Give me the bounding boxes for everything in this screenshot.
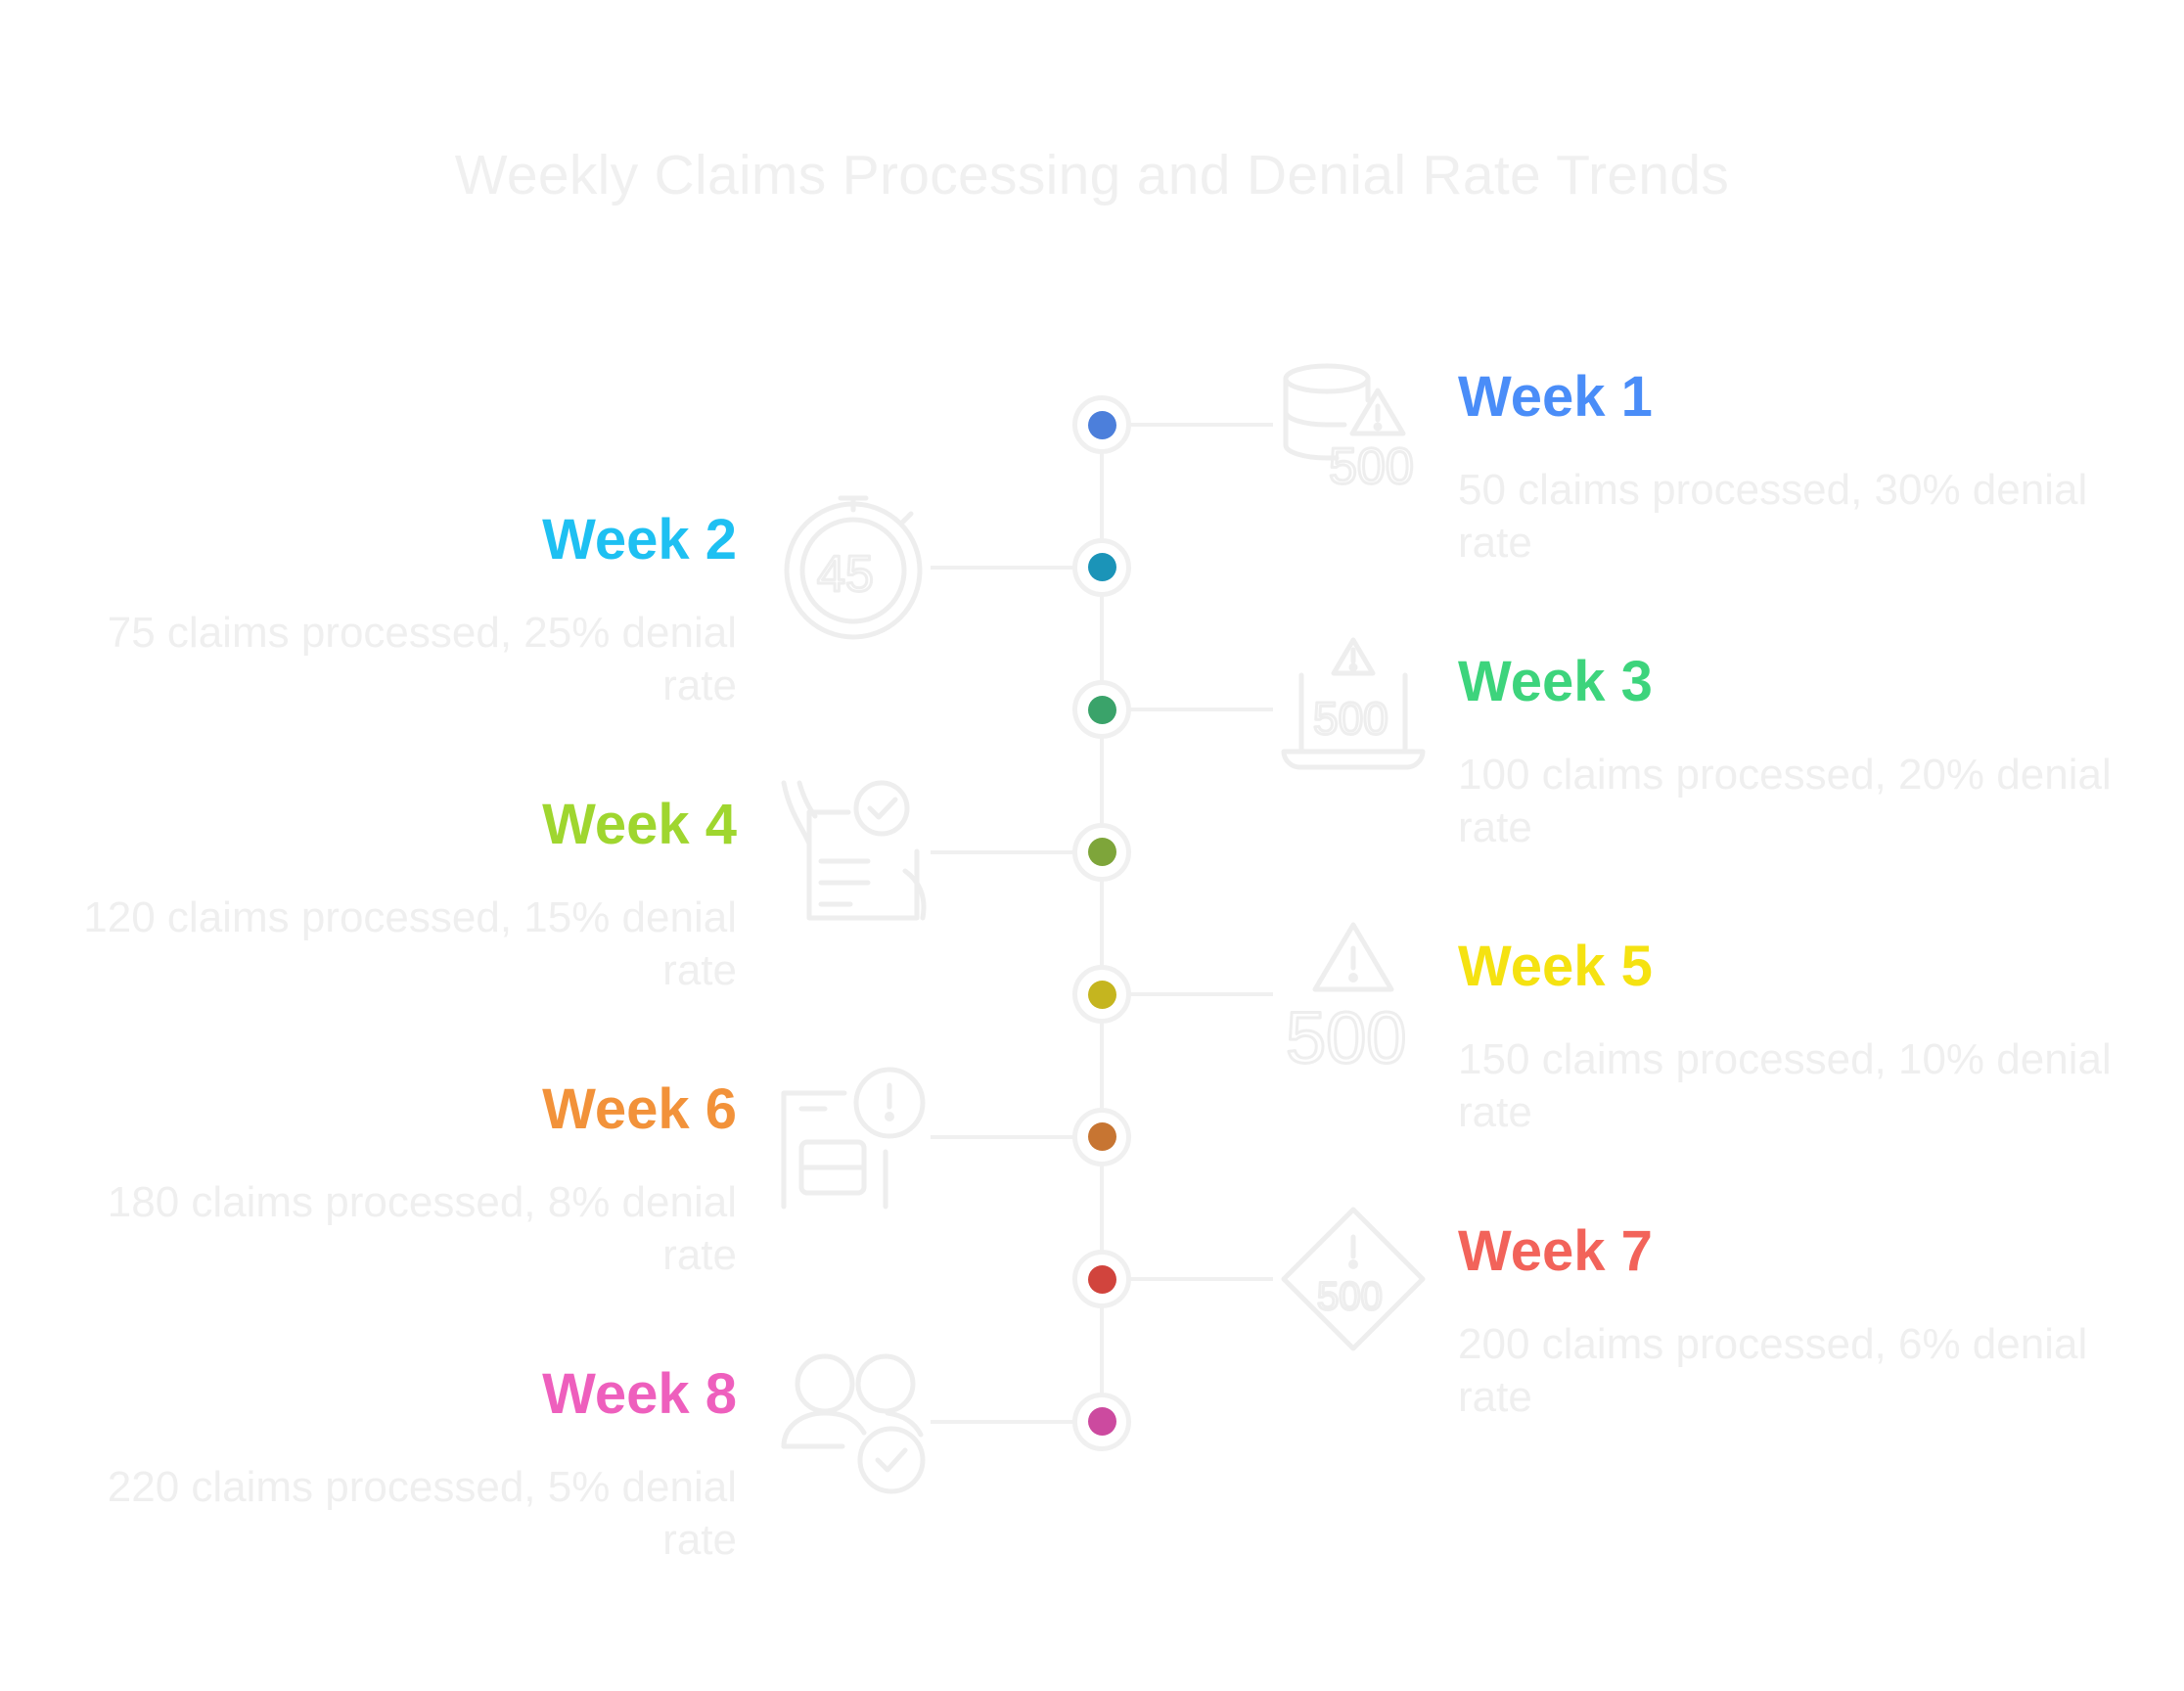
warning-500-icon: 500 — [1280, 921, 1427, 1080]
timeline-dot — [1087, 695, 1116, 724]
timeline-node — [1072, 1107, 1131, 1166]
timeline-dot — [1087, 1122, 1116, 1151]
laptop-500-warning-icon: 500 — [1280, 636, 1427, 783]
timeline-node — [1072, 395, 1131, 454]
timeline-dot — [1087, 410, 1116, 439]
week-label: Week 2 — [542, 507, 737, 571]
week-label: Week 6 — [542, 1076, 737, 1141]
connector-line — [1129, 992, 1273, 996]
week-description: 50 claims processed, 30% denial rate — [1458, 466, 2088, 567]
form-alert-icon — [780, 1064, 927, 1211]
timeline-dot — [1087, 838, 1116, 866]
connector-line — [1129, 423, 1273, 427]
svg-text:45: 45 — [817, 546, 874, 603]
timeline-node — [1072, 537, 1131, 597]
svg-text:500: 500 — [1286, 997, 1406, 1078]
connector-line — [931, 1419, 1074, 1424]
database-warning-500-icon: 500 — [1280, 351, 1427, 498]
connector-line — [1129, 708, 1273, 711]
connector-line — [931, 1134, 1074, 1139]
week-label: Week 3 — [1458, 650, 1653, 713]
week-description: 180 claims processed, 8% denial rate — [107, 1177, 737, 1279]
svg-text:500: 500 — [1317, 1275, 1383, 1318]
week-description: 200 claims processed, 6% denial rate — [1458, 1320, 2088, 1421]
week-description: 100 claims processed, 20% denial rate — [1458, 751, 2112, 851]
svg-text:500: 500 — [1313, 693, 1388, 744]
timeline-dot — [1087, 1264, 1116, 1294]
svg-text:500: 500 — [1329, 438, 1414, 495]
timeline-spine — [1100, 425, 1104, 1419]
diagram-title: Weekly Claims Processing and Denial Rate… — [454, 144, 1730, 206]
timeline-node — [1072, 1250, 1131, 1308]
week-label: Week 8 — [542, 1361, 737, 1426]
timeline-node — [1072, 965, 1131, 1024]
users-check-icon — [780, 1348, 927, 1495]
timeline-dot — [1087, 980, 1116, 1009]
week-description: 75 claims processed, 25% denial rate — [107, 608, 737, 709]
week-description: 150 claims processed, 10% denial rate — [1458, 1035, 2112, 1136]
timeline-node — [1072, 822, 1131, 882]
connector-line — [931, 849, 1074, 854]
week-description: 220 claims processed, 5% denial rate — [107, 1462, 737, 1564]
week-label: Week 5 — [1458, 935, 1653, 998]
hand-document-check-icon — [780, 779, 927, 926]
timeline-dot — [1087, 553, 1116, 581]
connector-line — [931, 565, 1074, 570]
week-label: Week 4 — [542, 792, 737, 856]
timeline-node — [1072, 1392, 1131, 1451]
week-description: 120 claims processed, 15% denial rate — [83, 892, 737, 994]
timer-45-icon: 45 — [780, 494, 927, 641]
connector-line — [1129, 1277, 1273, 1281]
week-label: Week 1 — [1458, 365, 1653, 429]
timeline-dot — [1087, 1407, 1116, 1436]
week-label: Week 7 — [1458, 1219, 1653, 1283]
diamond-500-icon: 500 — [1280, 1206, 1427, 1352]
timeline-node — [1072, 680, 1131, 739]
